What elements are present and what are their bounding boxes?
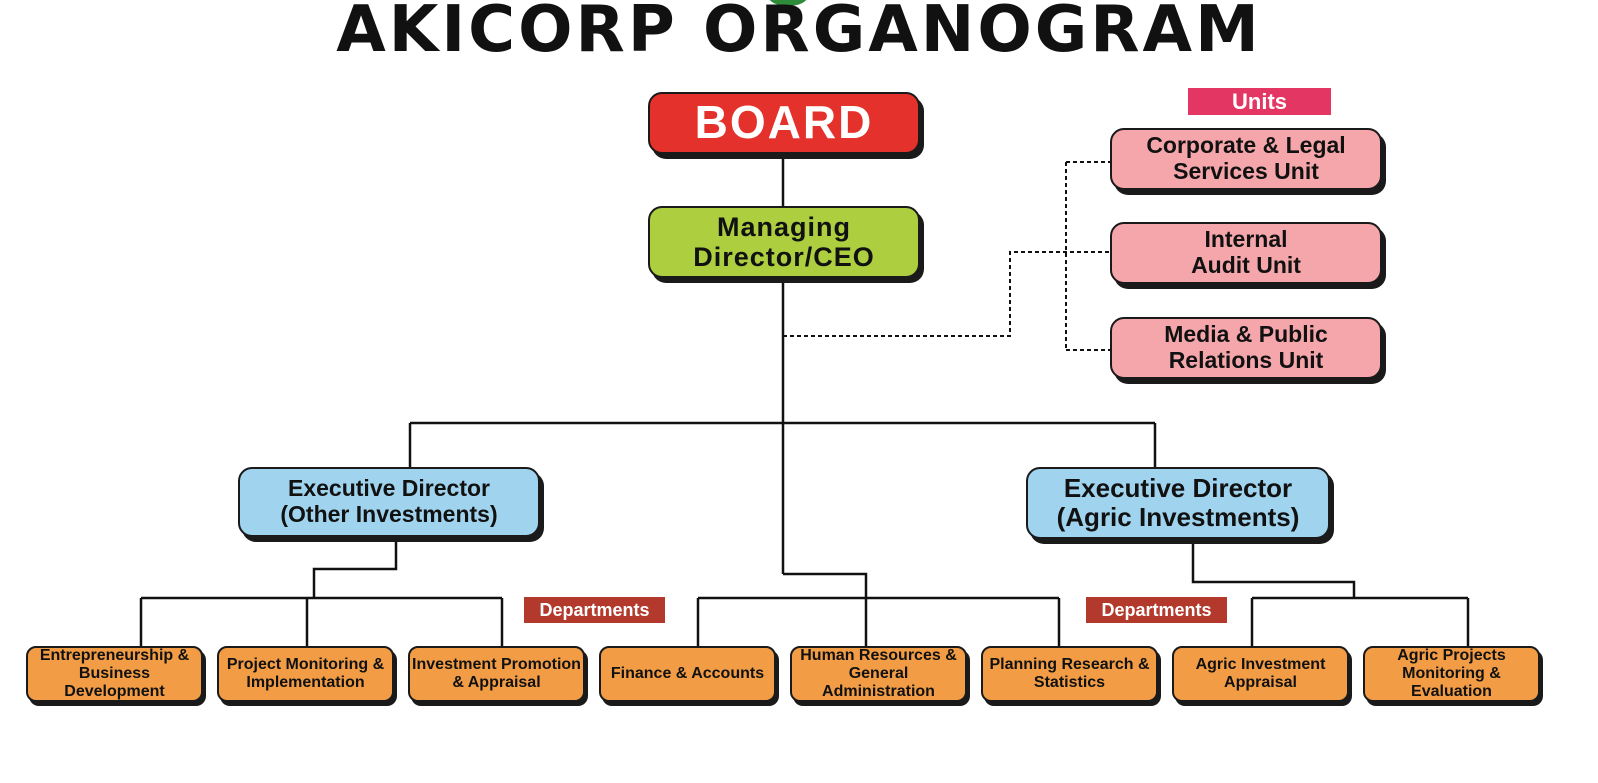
page-title: AKICORP ORGANOGRAM — [336, 0, 1262, 67]
managing-director-box: Managing Director/CEO — [648, 206, 920, 278]
dept-agric-investment: Agric Investment Appraisal — [1172, 646, 1349, 702]
dept-investment-promotion: Investment Promotion & Appraisal — [408, 646, 585, 702]
unit-media-public-relations: Media & Public Relations Unit — [1110, 317, 1382, 379]
connector-left-group — [312, 540, 398, 598]
logo-leaf-icon — [768, 0, 808, 6]
dept-finance-accounts: Finance & Accounts — [599, 646, 776, 702]
connector-center-group — [783, 572, 868, 598]
dept-entrepreneurship: Entrepreneurship & Business Development — [26, 646, 203, 702]
units-label: Units — [1188, 88, 1331, 115]
unit-internal-audit: Internal Audit Unit — [1110, 222, 1382, 284]
unit-corporate-legal: Corporate & Legal Services Unit — [1110, 128, 1382, 190]
dept-project-monitoring: Project Monitoring & Implementation — [217, 646, 394, 702]
executive-director-agric: Executive Director (Agric Investments) — [1026, 467, 1330, 539]
board-box: BOARD — [648, 92, 920, 154]
dept-human-resources: Human Resources & General Administration — [790, 646, 967, 702]
departments-label-right: Departments — [1086, 597, 1227, 623]
departments-label-left: Departments — [524, 597, 665, 623]
dept-planning-research: Planning Research & Statistics — [981, 646, 1158, 702]
dept-agric-projects: Agric Projects Monitoring & Evaluation — [1363, 646, 1540, 702]
executive-director-other: Executive Director (Other Investments) — [238, 467, 540, 537]
connector-units-main — [783, 251, 1110, 337]
connector-right-group — [1191, 540, 1356, 598]
